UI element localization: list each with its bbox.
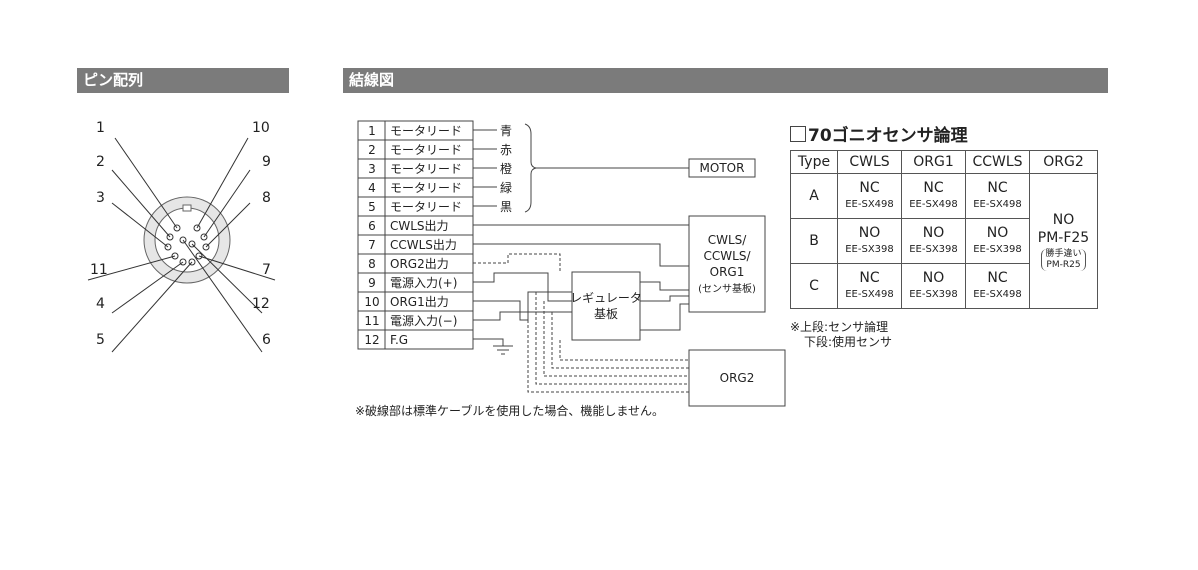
svg-text:(センサ基板): (センサ基板)	[698, 282, 756, 295]
terminal-number: 2	[368, 143, 376, 157]
square-bullet-icon	[790, 126, 806, 142]
wiring-diagram-header: 結線図	[343, 68, 1108, 93]
sensor-board-box	[688, 215, 766, 313]
header-org2: ORG2	[1029, 150, 1098, 174]
pin-label-5: 5	[96, 332, 105, 348]
motor-box	[688, 158, 756, 178]
svg-text:CWLS/: CWLS/	[708, 233, 748, 247]
terminal-number: 11	[364, 314, 379, 328]
logic-table-notes: ※上段:センサ論理 下段:使用センサ	[790, 320, 893, 349]
pin-label-12: 12	[252, 296, 270, 312]
terminal-signal-name: モータリード	[390, 200, 462, 214]
pin-label-6: 6	[262, 332, 271, 348]
pin-label-4: 4	[96, 296, 105, 312]
terminal-signal-name: モータリード	[390, 124, 462, 138]
terminal-number: 6	[368, 219, 376, 233]
terminal-signal-name: モータリード	[390, 162, 462, 176]
terminal-signal-name: モータリード	[390, 181, 462, 195]
terminal-signal-name: 電源入力(+)	[390, 276, 457, 290]
terminal-number: 1	[368, 124, 376, 138]
connector-face	[154, 207, 220, 273]
header-org1: ORG1	[901, 150, 966, 174]
terminal-number: 9	[368, 276, 376, 290]
terminal-signal-name: CWLS出力	[390, 219, 449, 233]
terminal-signal-name: モータリード	[390, 143, 462, 157]
wire-color-label: 黒	[500, 200, 512, 214]
org2-box	[688, 349, 786, 407]
terminal-signal-name: ORG2出力	[390, 257, 449, 271]
svg-text:ORG2: ORG2	[720, 371, 755, 385]
pin-label-8: 8	[262, 190, 271, 206]
pin-label-7: 7	[262, 262, 271, 278]
wire-color-label: 緑	[500, 180, 512, 195]
terminal-number: 5	[368, 200, 376, 214]
terminal-number: 4	[368, 181, 376, 195]
terminal-number: 7	[368, 238, 376, 252]
svg-text:CCWLS/: CCWLS/	[704, 249, 752, 263]
terminal-signal-name: ORG1出力	[390, 295, 449, 309]
wire-color-label: 橙	[500, 161, 512, 176]
terminal-number: 8	[368, 257, 376, 271]
svg-text:ORG1: ORG1	[710, 265, 745, 279]
logic-table-title: 70ゴニオセンサ論理	[790, 121, 968, 146]
pin-label-10: 10	[252, 120, 270, 136]
pin-label-1: 1	[96, 120, 105, 136]
terminal-signal-name: CCWLS出力	[390, 238, 457, 252]
wiring-footnote: ※破線部は標準ケーブルを使用した場合、機能しません。	[355, 404, 664, 418]
pin-label-11: 11	[90, 262, 108, 278]
wire-color-label: 青	[500, 124, 512, 138]
header-type: Type	[790, 150, 838, 174]
connector-key	[182, 204, 192, 212]
pin-label-3: 3	[96, 190, 105, 206]
terminal-number: 10	[364, 295, 379, 309]
header-ccwls: CCWLS	[965, 150, 1030, 174]
terminal-number: 3	[368, 162, 376, 176]
svg-text:レギュレータ: レギュレータ	[570, 291, 642, 305]
pin-label-9: 9	[262, 154, 271, 170]
wire-color-label: 赤	[500, 143, 512, 157]
terminal-signal-name: F.G	[390, 333, 408, 347]
header-cwls: CWLS	[837, 150, 902, 174]
pin-label-2: 2	[96, 154, 105, 170]
regulator-box	[571, 271, 641, 341]
terminal-number: 12	[364, 333, 379, 347]
motor-label: MOTOR	[700, 161, 745, 175]
svg-text:基板: 基板	[594, 307, 618, 321]
terminal-signal-name: 電源入力(−)	[390, 314, 457, 328]
pin-layout-header: ピン配列	[77, 68, 289, 93]
